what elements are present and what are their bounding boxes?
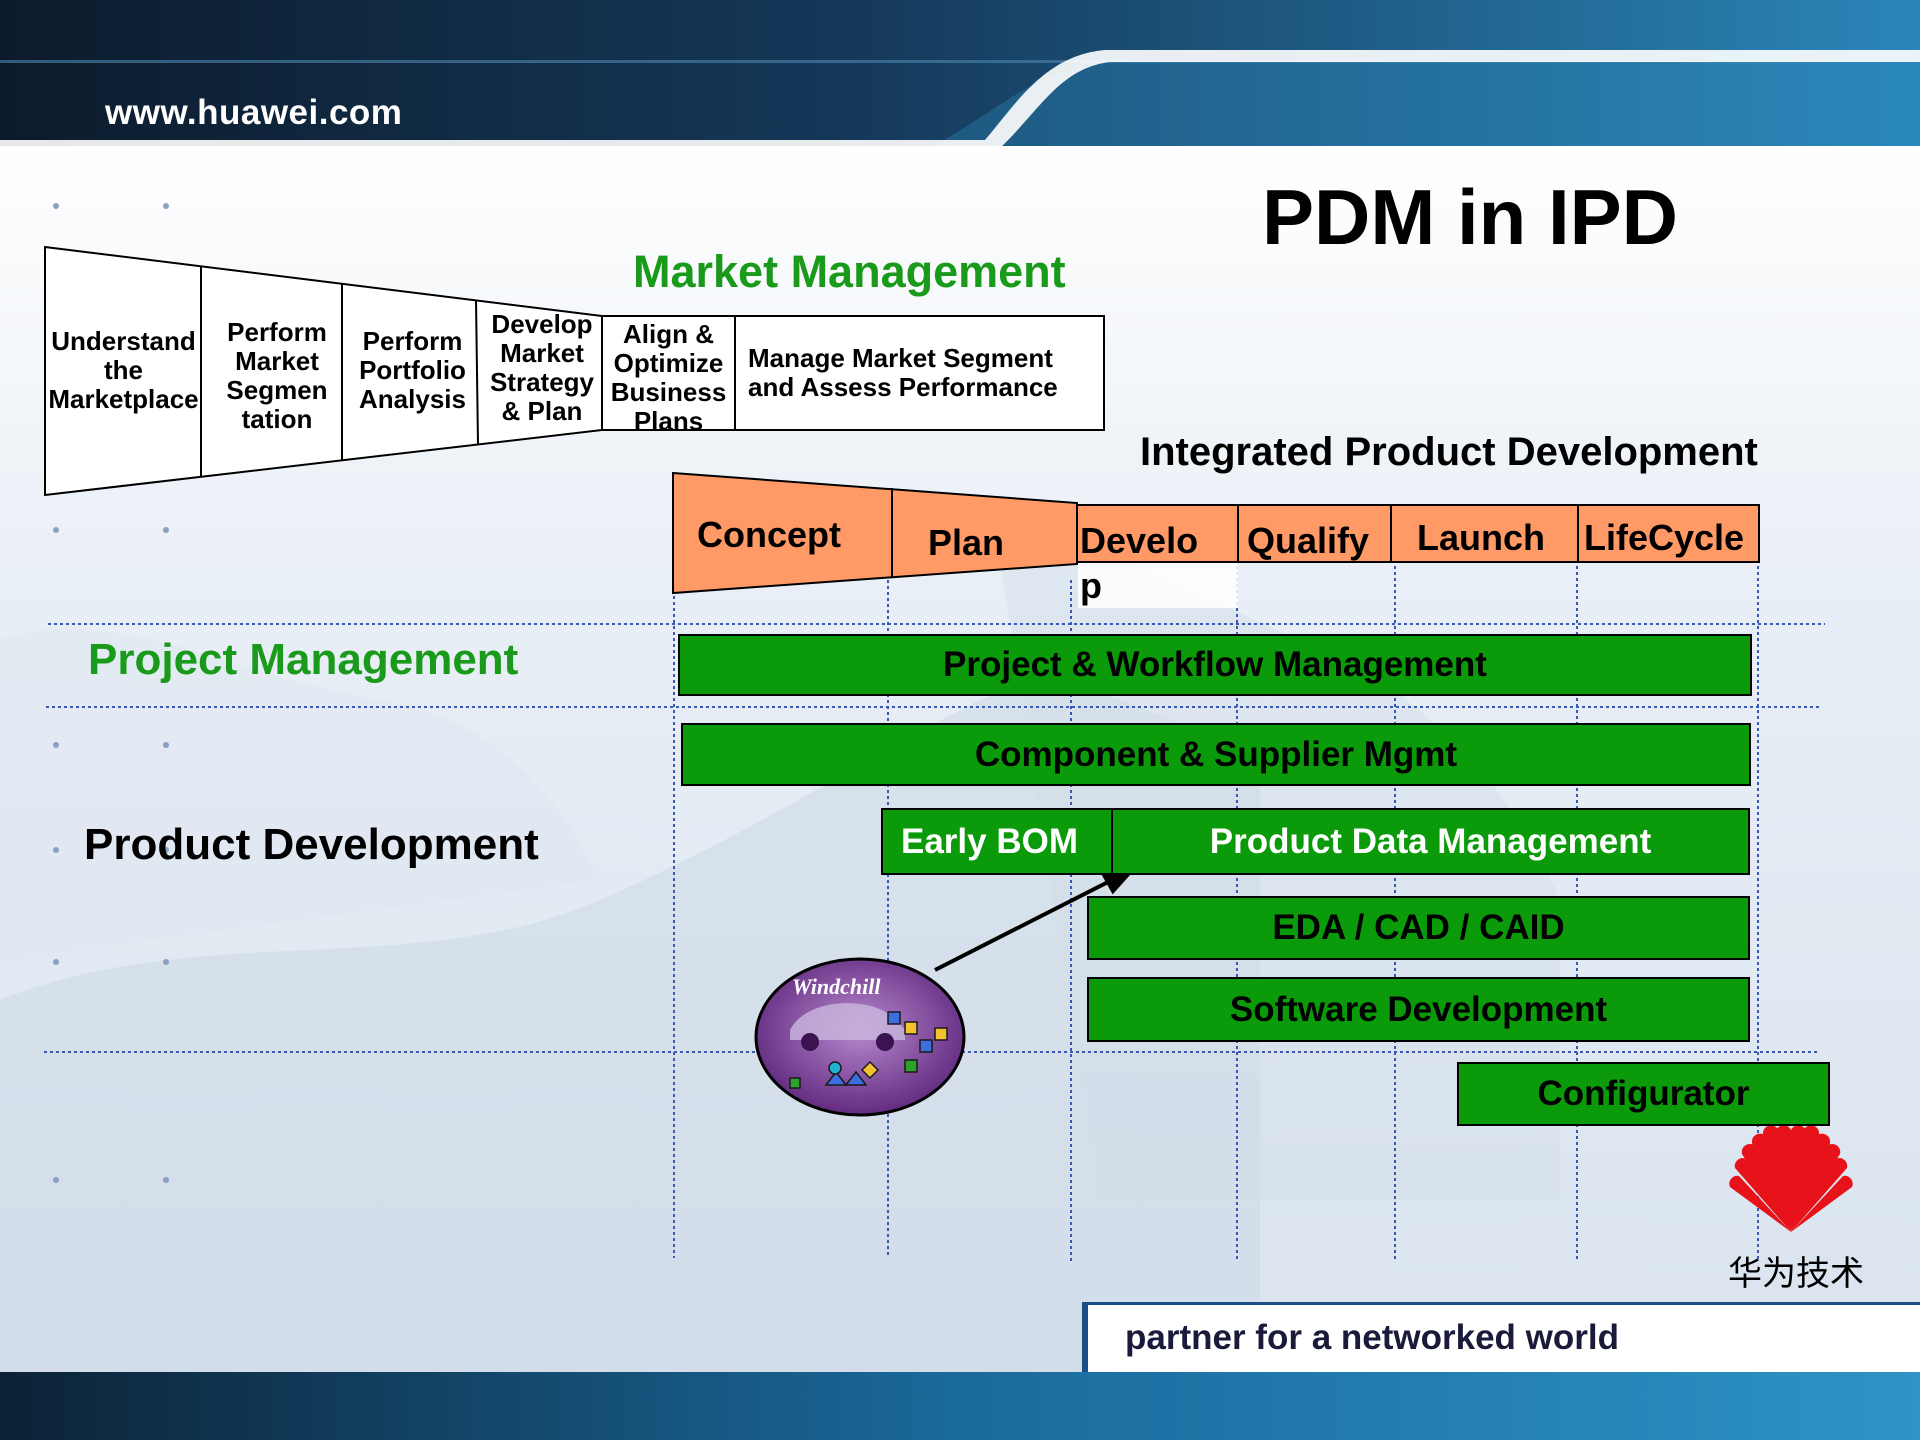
bar-eda-label: EDA / CAD / CAID <box>1272 908 1564 948</box>
bar-product-data-management[interactable]: Product Data Management <box>1111 808 1750 875</box>
phase-develop-wrap: p <box>1080 565 1102 607</box>
bar-early-bom[interactable]: Early BOM <box>881 808 1114 875</box>
product-development-label: Product Development <box>84 820 539 870</box>
mm-step-strategy: Develop Market Strategy & Plan <box>480 308 604 428</box>
mm-step-understand: Understand the Marketplace <box>46 315 201 425</box>
phase-concept: Concept <box>697 514 841 556</box>
footer-tagline: partner for a networked world <box>1125 1318 1619 1358</box>
bar-early-bom-label: Early BOM <box>901 822 1078 862</box>
mm-step-manage: Manage Market Segment and Assess Perform… <box>748 330 1088 415</box>
bar-component-supplier[interactable]: Component & Supplier Mgmt <box>681 723 1751 786</box>
bar-project-workflow-label: Project & Workflow Management <box>943 645 1487 685</box>
bar-software-development[interactable]: Software Development <box>1087 977 1750 1042</box>
slide-title: PDM in IPD <box>1262 172 1678 263</box>
windchill-label: Windchill <box>792 974 880 1000</box>
phase-launch: Launch <box>1417 517 1545 559</box>
header-url[interactable]: www.huawei.com <box>105 93 402 133</box>
phase-develop: Develo <box>1080 520 1198 562</box>
mm-step-portfolio: Perform Portfolio Analysis <box>350 318 475 423</box>
mm-step-segmentation: Perform Market Segmen tation <box>219 316 335 436</box>
bar-project-workflow[interactable]: Project & Workflow Management <box>678 634 1752 696</box>
project-management-label: Project Management <box>88 635 518 685</box>
bar-configurator[interactable]: Configurator <box>1457 1062 1830 1126</box>
bar-eda-cad-caid[interactable]: EDA / CAD / CAID <box>1087 896 1750 960</box>
bar-configurator-label: Configurator <box>1538 1074 1750 1114</box>
market-management-title: Market Management <box>633 246 1066 298</box>
bar-software-label: Software Development <box>1230 990 1607 1030</box>
phase-qualify: Qualify <box>1247 520 1369 562</box>
ipd-title: Integrated Product Development <box>1140 430 1758 475</box>
bar-component-supplier-label: Component & Supplier Mgmt <box>975 735 1457 775</box>
mm-step-align: Align & Optimize Business Plans <box>603 318 734 438</box>
bar-pdm-label: Product Data Management <box>1210 822 1651 862</box>
phase-plan: Plan <box>928 522 1004 564</box>
huawei-logo-text: 华为技术 <box>1728 1246 1864 1295</box>
phase-lifecycle: LifeCycle <box>1584 517 1744 559</box>
